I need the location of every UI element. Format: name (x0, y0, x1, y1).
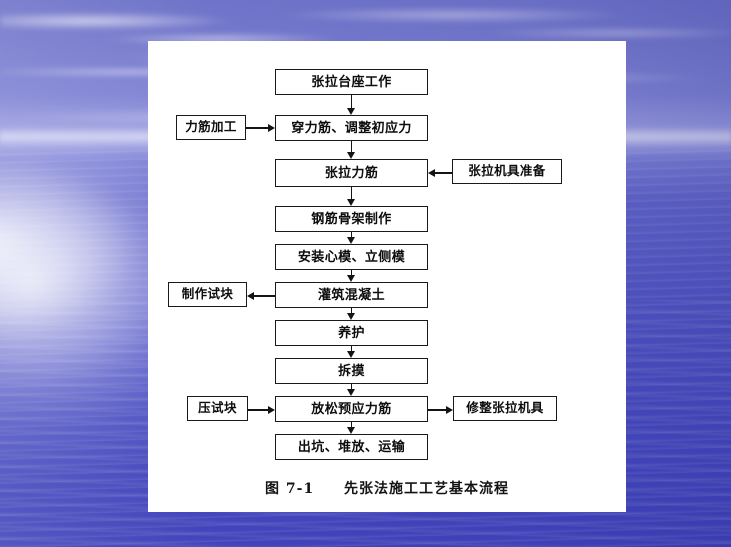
edge-n6-s3-line (254, 295, 275, 297)
figure-panel: 张拉台座工作 穿力筋、调整初应力 张拉力筋 钢筋骨架制作 安装心模、立侧模 灌筑… (148, 41, 626, 512)
flow-node-s2[interactable]: 张拉机具准备 (452, 159, 562, 184)
edge-n1-n2-line (350, 95, 353, 108)
figure-caption-number: 图 7-1 (265, 481, 315, 497)
edge-s1-n2-arrow (268, 123, 275, 132)
edge-n9-n10-line (350, 422, 353, 427)
flow-node-n1[interactable]: 张拉台座工作 (275, 69, 428, 95)
flow-node-n10[interactable]: 出坑、堆放、运输 (275, 434, 428, 460)
edge-n9-s5-line (428, 409, 446, 411)
edge-s1-n2-line (246, 127, 268, 129)
flow-node-s1[interactable]: 力筋加工 (176, 115, 246, 140)
flow-node-s3[interactable]: 制作试块 (168, 282, 247, 307)
edge-n5-n6-line (350, 270, 353, 275)
edge-n2-n3-line (350, 141, 353, 152)
edge-n7-n8-arrow (347, 351, 355, 358)
edge-n6-s3-arrow (247, 291, 254, 300)
edge-n8-n9-arrow (347, 389, 355, 396)
flow-node-n2[interactable]: 穿力筋、调整初应力 (275, 115, 428, 141)
edge-n9-s5-arrow (446, 405, 453, 414)
flow-node-n9[interactable]: 放松预应力筋 (275, 396, 428, 422)
flow-node-n3[interactable]: 张拉力筋 (275, 159, 428, 187)
edge-n1-n2-arrow (347, 108, 355, 115)
edge-n8-n9-line (350, 384, 353, 389)
edge-s4-n9-line (248, 409, 268, 411)
flow-node-n4[interactable]: 钢筋骨架制作 (275, 206, 428, 232)
edge-s2-n3-line (435, 172, 452, 174)
edge-n6-n7-line (350, 308, 353, 313)
edge-s2-n3-arrow (428, 168, 435, 177)
flowchart: 张拉台座工作 穿力筋、调整初应力 张拉力筋 钢筋骨架制作 安装心模、立侧模 灌筑… (148, 41, 626, 512)
edge-n7-n8-line (350, 346, 353, 351)
flow-node-s5[interactable]: 修整张拉机具 (453, 396, 557, 421)
edge-n3-n4-line (350, 187, 353, 199)
edge-n9-n10-arrow (347, 427, 355, 434)
flow-node-n8[interactable]: 拆摸 (275, 358, 428, 384)
figure-caption: 图 7-1 先张法施工工艺基本流程 (148, 478, 626, 498)
flow-node-n6[interactable]: 灌筑混凝土 (275, 282, 428, 308)
edge-n4-n5-arrow (347, 237, 355, 244)
flow-node-n7[interactable]: 养护 (275, 320, 428, 346)
edge-n4-n5-line (350, 232, 353, 237)
edge-s4-n9-arrow (268, 405, 275, 414)
edge-n6-n7-arrow (347, 313, 355, 320)
edge-n3-n4-arrow (347, 199, 355, 206)
figure-caption-title: 先张法施工工艺基本流程 (343, 481, 509, 497)
edge-n2-n3-arrow (347, 152, 355, 159)
flow-node-n5[interactable]: 安装心模、立侧模 (275, 244, 428, 270)
flow-node-s4[interactable]: 压试块 (187, 396, 248, 421)
edge-n5-n6-arrow (347, 275, 355, 282)
